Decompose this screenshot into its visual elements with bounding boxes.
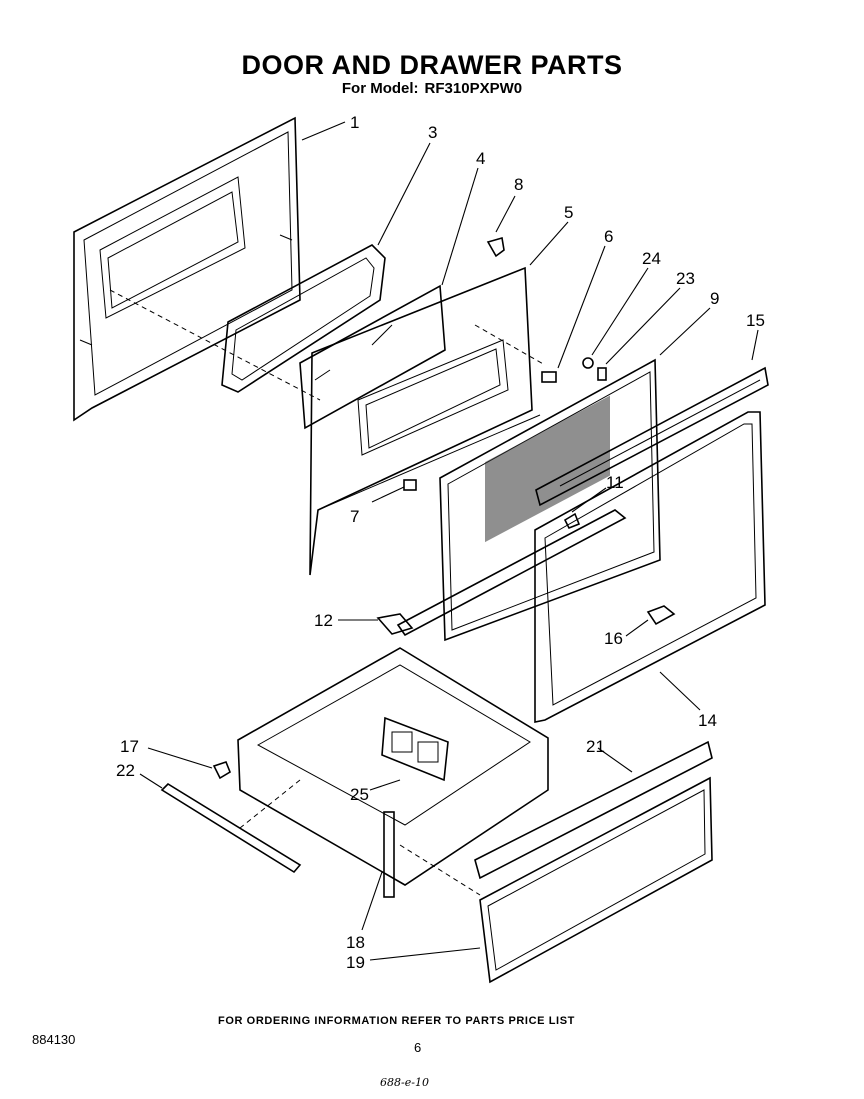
model-number: RF310PXPW0 [424,80,523,97]
page-number: 6 [414,1040,422,1055]
callout-12: 12 [314,611,333,630]
part-14-door-frame [534,411,766,723]
part-18-drawer [237,647,549,898]
part-4-glass [299,284,446,430]
page-title: DOOR AND DRAWER PARTS [241,50,623,80]
part-24-screw [582,357,594,369]
callout-21: 21 [586,737,605,756]
part-17-clip [212,761,231,780]
part-23-bracket [597,367,607,381]
callout-6: 6 [604,227,613,246]
callout-18: 18 [346,933,365,952]
alignment-line [399,844,481,896]
callout-4: 4 [476,149,485,168]
part-6-bracket [541,371,557,383]
callout-19: 19 [346,953,365,972]
callout-23: 23 [676,269,695,288]
callout-3: 3 [428,123,437,142]
part-11-clip [563,512,581,530]
part-9-inner-liner [439,358,661,642]
part-19-drawer-front [479,776,713,984]
callout-8: 8 [514,175,523,194]
part-25-bracket [381,716,449,782]
part-21-trim [474,740,713,880]
callout-17: 17 [120,737,139,756]
model-label: For Model: [341,80,419,97]
part-22-rail [160,782,302,874]
alignment-line [109,289,321,401]
part-7-clip [403,479,417,491]
callout-14: 14 [698,711,717,730]
callout-7: 7 [350,507,359,526]
callout-1: 1 [350,113,359,132]
door-handle [396,509,627,637]
callout-leaders [139,121,759,961]
vent-grille [485,395,610,543]
part-16-clip [646,605,676,626]
ordering-note: FOR ORDERING INFORMATION REFER TO PARTS … [218,1015,575,1027]
callout-5: 5 [564,203,573,222]
alignment-line [474,324,546,366]
part-15-vent-trim [535,366,769,507]
callout-16: 16 [604,629,623,648]
callout-9: 9 [710,289,719,308]
model-line: For Model: RF310PXPW0 [0,80,864,97]
part-1-outer-door [73,116,301,422]
callout-25: 25 [350,785,369,804]
callout-11: 11 [606,473,624,492]
callout-15: 15 [746,311,765,330]
alignment-line [239,779,301,829]
callout-22: 22 [116,761,135,780]
part-5-inner-panel [309,266,541,576]
part-3-gasket [221,244,386,393]
part-8-hinge-clip [486,236,505,258]
drawer-side-bracket [383,811,395,898]
handwritten-note: 688-e-10 [380,1076,429,1089]
part-12-hinge [376,613,414,635]
diagram-code: 884130 [32,1032,76,1047]
callout-24: 24 [642,249,661,268]
